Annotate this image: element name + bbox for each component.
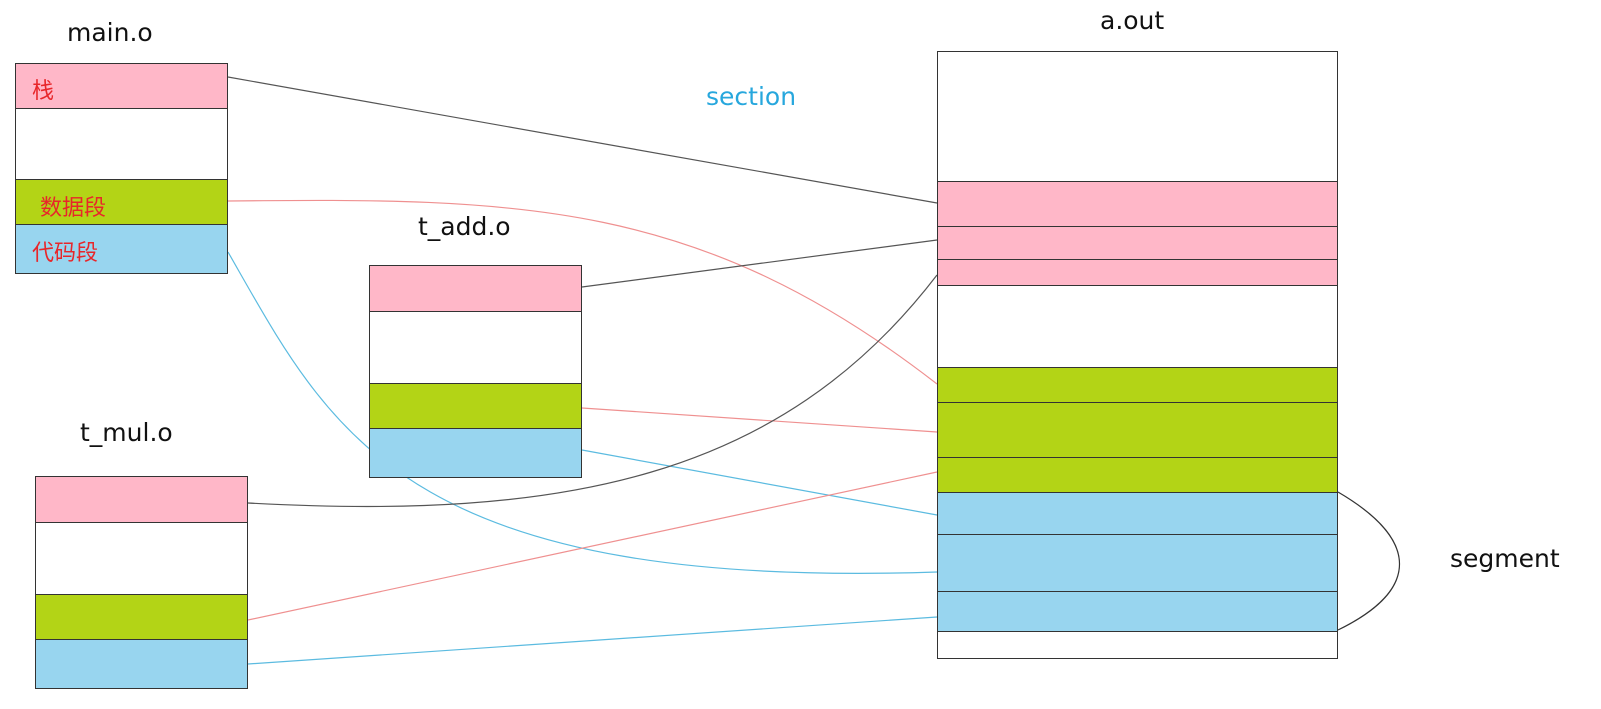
a-out-data-section-3 [937, 457, 1338, 493]
t-mul-o-data-section [35, 594, 248, 640]
segment-annotation: segment [1450, 544, 1560, 573]
a-out-stack-section-1 [937, 181, 1338, 227]
a-out-data-section-2 [937, 402, 1338, 458]
t-add-o-data-section [369, 383, 582, 429]
link-tadd-code [581, 449, 938, 516]
link-main-data [227, 199, 938, 385]
t-mul-o-empty-section [35, 522, 248, 595]
main-o-empty-section [15, 108, 228, 180]
main-o-title: main.o [67, 18, 153, 47]
t-add-o-stack-section [369, 265, 582, 312]
link-tmul-data [247, 471, 938, 621]
link-main-stack [227, 76, 938, 204]
a-out-code-section-1 [937, 492, 1338, 535]
data-segment-label: 数据段 [40, 196, 107, 221]
stack-label: 栈 [32, 79, 55, 104]
main-o-code-section: 代码段 [15, 224, 228, 274]
a-out-stack-section-3 [937, 259, 1338, 286]
section-annotation: section [706, 82, 797, 111]
t-mul-o-title: t_mul.o [80, 418, 173, 447]
segment-brace [1337, 491, 1401, 631]
a-out-code-section-3 [937, 591, 1338, 632]
a-out-title: a.out [1100, 6, 1165, 35]
link-tmul-code [247, 616, 938, 665]
a-out-code-section-2 [937, 534, 1338, 592]
t-mul-o-stack-section [35, 476, 248, 523]
t-add-o-empty-section [369, 311, 582, 384]
link-tmul-stack [247, 274, 938, 508]
a-out-empty-top [937, 51, 1338, 182]
main-o-data-section: 数据段 [15, 179, 228, 225]
link-main-code [227, 251, 938, 574]
a-out-data-section-1 [937, 367, 1338, 403]
t-mul-o-code-section [35, 639, 248, 689]
code-segment-label: 代码段 [32, 241, 99, 266]
link-tadd-data [581, 407, 938, 433]
a-out-empty-middle [937, 285, 1338, 368]
a-out-stack-section-2 [937, 226, 1338, 260]
t-add-o-title: t_add.o [418, 212, 511, 241]
main-o-stack-section: 栈 [15, 63, 228, 109]
a-out-empty-bottom [937, 631, 1338, 659]
link-tadd-stack [581, 239, 938, 288]
t-add-o-code-section [369, 428, 582, 478]
